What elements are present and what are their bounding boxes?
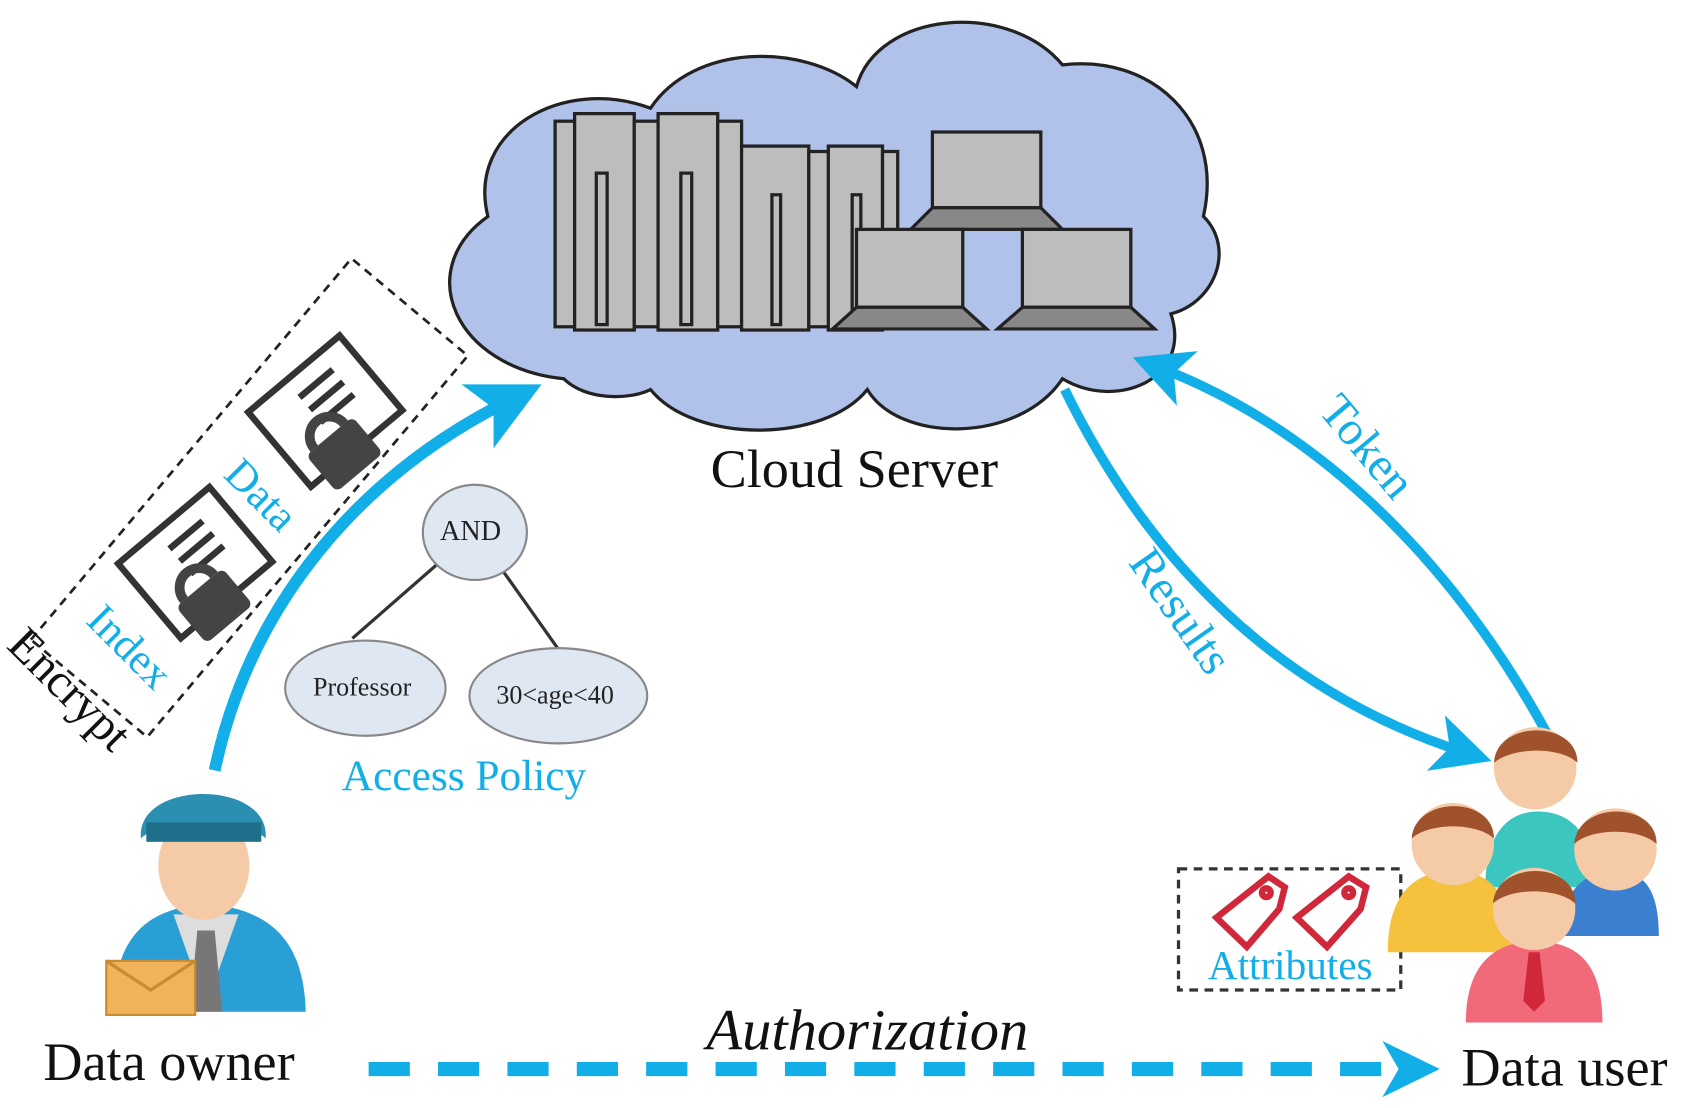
token-label: Token xyxy=(1309,385,1425,509)
data-owner-label: Data owner xyxy=(43,1032,294,1092)
cloud-server-icon xyxy=(448,20,1221,432)
authorization-arrowhead xyxy=(1382,1040,1440,1098)
token-arrow xyxy=(1132,351,1553,739)
policy-root-node: AND xyxy=(440,516,501,547)
authorization-label: Authorization xyxy=(702,998,1028,1063)
policy-right-node: 30<age<40 xyxy=(496,680,613,709)
results-arrow xyxy=(1060,387,1492,771)
encrypted-data-icon xyxy=(243,331,407,492)
data-user-label: Data user xyxy=(1461,1037,1667,1097)
cloud-server-label: Cloud Server xyxy=(711,439,998,499)
data-owner-icon xyxy=(105,793,306,1017)
data-user-group-icon xyxy=(1387,727,1659,1023)
attribute-tag-icon xyxy=(1211,872,1370,952)
encrypted-index-icon xyxy=(113,482,277,643)
attributes-box xyxy=(1176,867,1403,992)
attributes-label: Attributes xyxy=(1208,942,1373,988)
access-policy-label: Access Policy xyxy=(342,752,587,800)
access-policy-tree xyxy=(284,483,649,745)
upload-arrow xyxy=(208,384,542,772)
encrypted-items-box xyxy=(29,256,470,739)
policy-left-node: Professor xyxy=(313,673,412,702)
